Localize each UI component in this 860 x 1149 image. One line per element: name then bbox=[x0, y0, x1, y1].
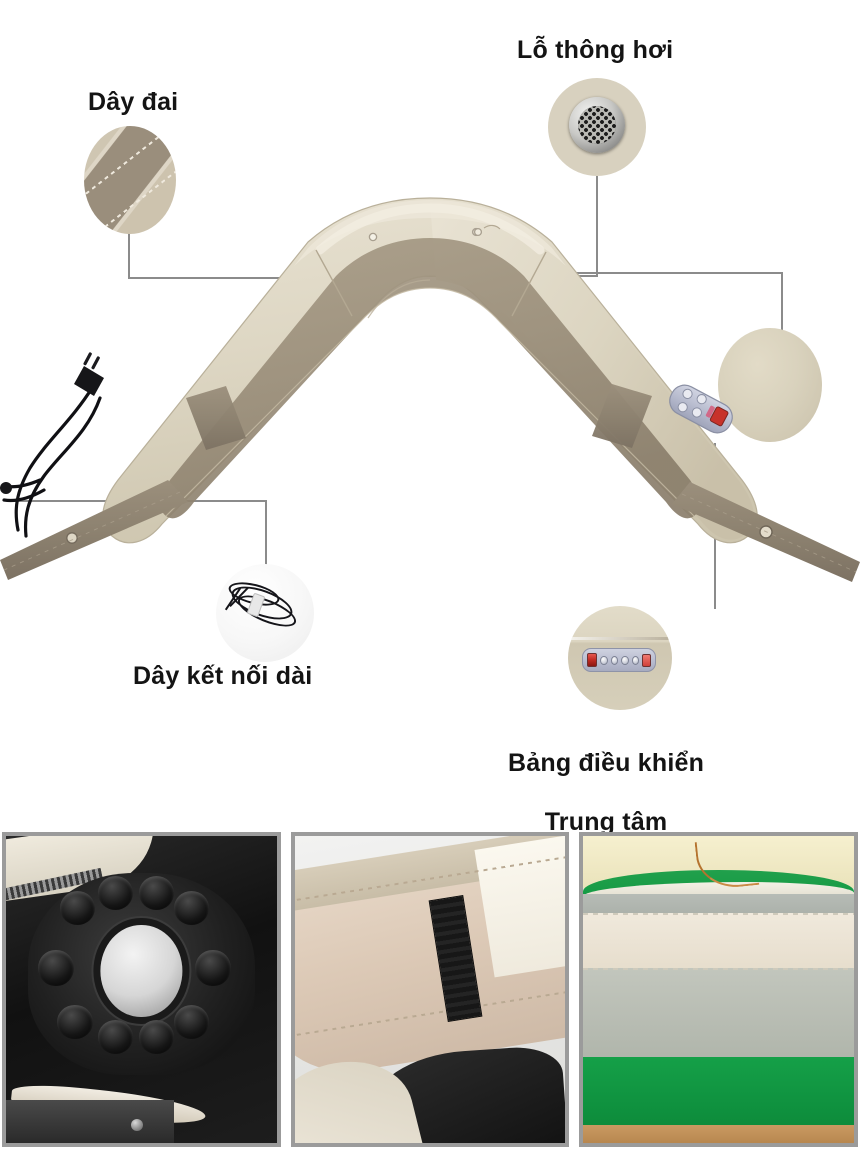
power-switch-icon bbox=[587, 653, 598, 667]
motor-hole bbox=[138, 1020, 174, 1054]
motor-hole bbox=[173, 1004, 209, 1039]
body-top-pad bbox=[294, 200, 566, 266]
layer-seam-bottom bbox=[583, 968, 855, 970]
photo-fabric-layers bbox=[579, 832, 859, 1147]
motor-hub bbox=[100, 925, 182, 1018]
callout-vent-swatch bbox=[548, 78, 646, 176]
vent-inner-ring bbox=[578, 106, 616, 145]
motor-hole bbox=[195, 949, 231, 987]
seam-right-upper bbox=[511, 251, 547, 317]
motor-hole bbox=[98, 875, 134, 910]
strap-long-left bbox=[0, 480, 188, 580]
vent-thread-detail bbox=[483, 224, 501, 230]
cord-connector-tip bbox=[0, 482, 12, 494]
callout-strap-swatch bbox=[84, 126, 176, 234]
panel-button-1 bbox=[600, 655, 608, 665]
label-vent: Lỗ thông hơi bbox=[517, 36, 674, 64]
plug-prong-2 bbox=[91, 356, 100, 370]
seam-apex bbox=[367, 279, 431, 319]
panel-button-2 bbox=[610, 655, 619, 665]
body-inner-channel bbox=[160, 238, 700, 519]
plug-body bbox=[74, 366, 104, 396]
motor-screw bbox=[130, 1118, 143, 1131]
label-control-panel-line2: Trung tâm bbox=[544, 807, 668, 836]
photo-inner-lining bbox=[290, 832, 570, 1147]
motor-hole bbox=[98, 1020, 134, 1054]
callout-plain-fabric-swatch bbox=[718, 328, 822, 442]
product-illustration bbox=[0, 197, 860, 582]
power-plug bbox=[0, 352, 104, 494]
panel-indicator-icon bbox=[642, 653, 651, 667]
vent-hole-top-left bbox=[368, 232, 378, 242]
cord-branch-2 bbox=[2, 488, 46, 503]
straps bbox=[0, 384, 860, 582]
layer-tan-edge bbox=[583, 1124, 855, 1143]
plug-prong-1 bbox=[83, 352, 92, 366]
product-panel-button-4[interactable] bbox=[691, 406, 703, 418]
label-cable: Dây kết nối dài bbox=[133, 662, 313, 690]
cord-secondary bbox=[23, 396, 102, 538]
connector-line-plain-vertical bbox=[781, 272, 783, 330]
product-control-panel[interactable] bbox=[665, 380, 737, 437]
vent-mesh-icon bbox=[578, 106, 616, 145]
control-panel-strip bbox=[582, 648, 656, 672]
connector-line-vent-vertical bbox=[596, 176, 598, 276]
strap-fabric bbox=[84, 126, 176, 234]
inner-lower-contour bbox=[165, 287, 695, 517]
label-strap: Dây đai bbox=[88, 88, 179, 116]
power-cord bbox=[2, 386, 102, 538]
vent-hole-top-right bbox=[473, 227, 483, 237]
layer-cream-band bbox=[583, 912, 855, 972]
product-panel-button-3[interactable] bbox=[676, 401, 688, 413]
cord-main bbox=[14, 386, 94, 532]
connector-line-plain-horizontal bbox=[518, 272, 782, 274]
product-panel-button-1[interactable] bbox=[681, 388, 693, 400]
strap-loop-right bbox=[592, 384, 652, 448]
motor-hole bbox=[138, 875, 174, 910]
panel-button-4 bbox=[631, 655, 640, 665]
motor-hole bbox=[38, 949, 74, 987]
motor-hole bbox=[173, 891, 209, 926]
vent-metal-ring bbox=[569, 97, 625, 154]
label-control-panel: Bảng điều khiển Trung tâm bbox=[508, 719, 704, 867]
label-control-panel-line1: Bảng điều khiển bbox=[508, 748, 705, 777]
product-indicator-light bbox=[705, 405, 715, 418]
photo-motor-mechanism bbox=[2, 832, 281, 1147]
layer-green-bottom bbox=[583, 1057, 855, 1131]
seam-left-upper bbox=[315, 249, 353, 317]
massager-body bbox=[102, 197, 758, 544]
body-top-highlight bbox=[315, 203, 545, 255]
connector-line-strap-vertical bbox=[128, 232, 130, 278]
motor-hole bbox=[57, 1004, 93, 1039]
callout-cable-swatch bbox=[216, 564, 314, 662]
panel-seam bbox=[568, 637, 672, 641]
panel-button-3 bbox=[621, 655, 629, 665]
callout-control-panel-swatch bbox=[568, 606, 672, 710]
strap-snap-left bbox=[66, 532, 78, 544]
layer-seam-top bbox=[583, 912, 855, 915]
motor-bracket bbox=[6, 1100, 174, 1143]
product-power-switch[interactable] bbox=[709, 406, 729, 427]
strap-loop-left bbox=[186, 386, 246, 450]
connector-line-strap-horizontal bbox=[128, 277, 350, 279]
motor-hole bbox=[60, 891, 96, 926]
detail-photo-strip bbox=[0, 832, 860, 1149]
product-panel-button-2[interactable] bbox=[695, 393, 707, 405]
connector-line-cable-vertical bbox=[265, 500, 267, 566]
